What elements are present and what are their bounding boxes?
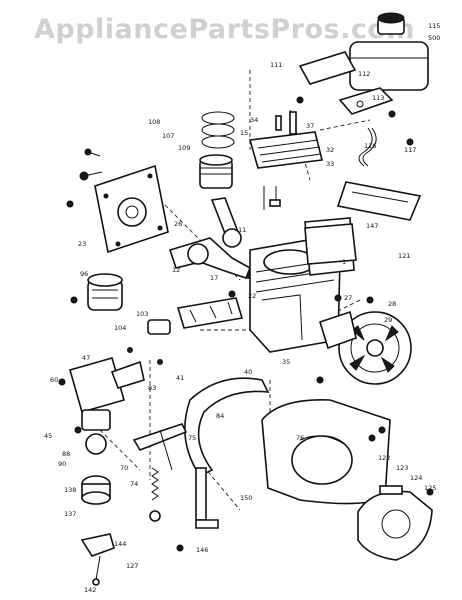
- part-label: 34: [250, 116, 258, 124]
- crankcase-cover: [94, 164, 169, 254]
- part-label: 122: [378, 454, 390, 462]
- part-label: 74: [130, 480, 138, 488]
- part-label: 146: [196, 546, 208, 554]
- part-label: 142: [84, 586, 96, 594]
- part-label: 23: [78, 240, 86, 248]
- part-label: 113: [372, 94, 384, 102]
- part-label: 22: [248, 292, 256, 300]
- part-label: 84: [216, 412, 224, 420]
- part-label: 144: [114, 540, 126, 548]
- part-label: 112: [358, 70, 370, 78]
- part-label: 17: [210, 274, 218, 282]
- part-labels: 115 500 111 112 113 109 107 108 15 32 33…: [44, 22, 440, 594]
- part-label: 75: [188, 434, 196, 442]
- piston: [199, 154, 233, 189]
- part-label: 103: [136, 310, 148, 318]
- flywheel: [338, 311, 412, 385]
- part-label: 115: [428, 22, 440, 30]
- part-label: 124: [410, 474, 422, 482]
- part-label: 45: [44, 432, 52, 440]
- part-label: 26: [174, 220, 182, 228]
- ignition-coil: [319, 310, 357, 350]
- part-label: 104: [114, 324, 126, 332]
- part-label: 138: [64, 486, 76, 494]
- part-label: 108: [148, 118, 160, 126]
- part-label: 125: [424, 484, 436, 492]
- part-label: 127: [126, 562, 138, 570]
- part-label: 107: [162, 132, 174, 140]
- part-label: 500: [428, 34, 440, 42]
- part-label: 28: [388, 300, 396, 308]
- part-label: 147: [366, 222, 378, 230]
- spring: [149, 467, 161, 522]
- part-label: 32: [326, 146, 334, 154]
- recoil-starter: [357, 485, 433, 561]
- part-label: 12: [172, 266, 180, 274]
- part-label: 29: [384, 316, 392, 324]
- part-label: 150: [240, 494, 252, 502]
- part-label: 35: [282, 358, 290, 366]
- air-cleaner: [87, 273, 123, 311]
- intake-manifold: [147, 297, 244, 335]
- blower-housing: [261, 399, 391, 505]
- part-label: 116: [364, 142, 376, 150]
- part-label: 76: [296, 434, 304, 442]
- breather-hose: [358, 127, 377, 167]
- part-label: 121: [398, 252, 410, 260]
- cylinder-head: [248, 111, 323, 169]
- part-label: 88: [62, 450, 70, 458]
- watermark: AppliancePartsPros.com: [34, 14, 416, 45]
- piston-rings: [201, 111, 235, 149]
- decal-plate: [336, 181, 422, 221]
- part-label: 15: [240, 129, 248, 137]
- part-label: 11: [238, 226, 246, 234]
- part-label: 123: [396, 464, 408, 472]
- connecting-rod: [210, 197, 242, 248]
- part-label: 27: [344, 294, 352, 302]
- part-label: 90: [58, 460, 66, 468]
- hardware: [58, 96, 434, 552]
- part-label: 70: [120, 464, 128, 472]
- part-label: 117: [404, 146, 416, 154]
- part-label: 37: [306, 122, 314, 130]
- part-label: 111: [270, 61, 282, 69]
- choke-lever: [80, 533, 115, 586]
- muffler: [298, 12, 429, 91]
- shield-plate: [304, 223, 357, 265]
- part-label: 1: [342, 258, 346, 266]
- carburetor: [69, 357, 145, 455]
- float-bowl: [81, 475, 111, 505]
- part-label: 47: [82, 354, 90, 362]
- part-label: 137: [64, 510, 76, 518]
- part-label: 33: [326, 160, 334, 168]
- part-label: 41: [176, 374, 184, 382]
- part-label: 60: [50, 376, 58, 384]
- governor-lever: [132, 423, 219, 529]
- part-label: 109: [178, 144, 190, 152]
- part-label: 40: [244, 368, 252, 376]
- part-label: 96: [80, 270, 88, 278]
- air-baffle: [184, 377, 270, 478]
- muffler-bracket: [338, 87, 394, 115]
- part-label: 83: [148, 384, 156, 392]
